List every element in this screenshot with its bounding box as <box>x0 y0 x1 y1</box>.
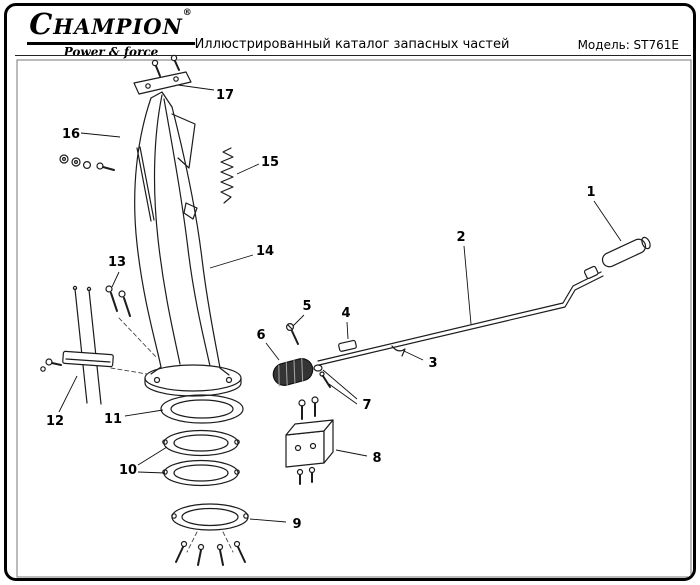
callout-label-10: 10 <box>119 463 137 478</box>
callout-leaders <box>58 84 622 523</box>
catalog-page: CHAMPION® Power & force Иллюстрированный… <box>4 3 696 581</box>
part-13-bolts <box>105 285 158 359</box>
part-10-rings <box>162 429 240 487</box>
parts-diagram: 1 2 3 4 5 6 7 8 9 10 11 12 13 14 15 16 1… <box>16 54 692 578</box>
diagram-frame <box>16 59 692 578</box>
part-5-bolt <box>286 323 299 345</box>
part-11-ring <box>160 394 244 424</box>
callout-label-17: 17 <box>216 88 234 103</box>
part-15-spring <box>220 147 234 204</box>
part-1-4-crank-rod <box>317 236 651 366</box>
callout-label-9: 9 <box>292 517 301 532</box>
callout-label-16: 16 <box>62 127 80 142</box>
part-12-rod-clamp <box>40 285 148 405</box>
part-7-washer-pin <box>313 364 331 388</box>
part-8-bracket <box>285 396 334 485</box>
callout-label-4: 4 <box>341 306 350 321</box>
callout-label-11: 11 <box>104 412 122 427</box>
part-17-top-bracket <box>133 54 192 95</box>
callout-label-7: 7 <box>362 398 371 413</box>
part-16-fasteners <box>59 154 115 171</box>
part-6-worm-gear <box>272 357 314 387</box>
header-divider <box>15 55 691 56</box>
model-label: Модель: ST761E <box>577 38 679 52</box>
page-title: Иллюстрированный каталог запасных частей <box>194 37 510 52</box>
callout-label-1: 1 <box>586 185 595 200</box>
callout-label-13: 13 <box>108 255 126 270</box>
callout-label-5: 5 <box>302 299 311 314</box>
callout-label-15: 15 <box>261 155 279 170</box>
callout-label-14: 14 <box>256 244 274 259</box>
part-9-ring <box>171 503 249 531</box>
callout-label-2: 2 <box>456 230 465 245</box>
callout-label-8: 8 <box>372 451 381 466</box>
bottom-screws <box>175 531 246 566</box>
callout-label-6: 6 <box>256 328 265 343</box>
callout-label-3: 3 <box>428 356 437 371</box>
part-14-16-handle-column <box>134 91 242 397</box>
brand-name: CHAMPION® <box>27 8 195 45</box>
callout-label-12: 12 <box>46 414 64 429</box>
registered-mark: ® <box>182 8 193 18</box>
